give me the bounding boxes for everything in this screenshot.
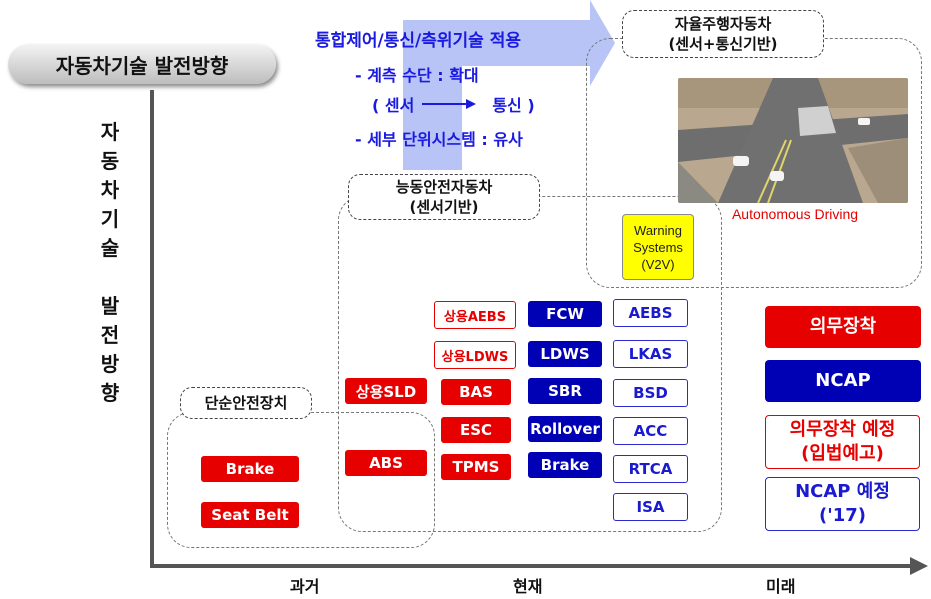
warning-line1: Warning [634, 222, 682, 238]
system-rtca: RTCA [613, 455, 688, 483]
legend-ncap-planned-line1: NCAP 예정 [795, 481, 890, 502]
warning-systems-box: Warning Systems (V2V) [622, 214, 694, 280]
legend-mandatory-planned-line1: 의무장착 예정 [789, 419, 896, 440]
autonomous-driving-photo [678, 78, 908, 203]
vertical-char: 기 [100, 207, 120, 231]
x-label-past: 과거 [290, 577, 320, 596]
system-commercial-ldws: 상용LDWS [434, 341, 516, 369]
vertical-char: 자 [100, 120, 120, 144]
active-safety-tag-line1: 능동안전자동차 [395, 178, 493, 196]
vertical-char: 향 [100, 381, 120, 405]
system-sbr: SBR [528, 378, 602, 404]
system-tpms: TPMS [441, 454, 511, 480]
legend-ncap: NCAP [765, 360, 921, 402]
arrow-text-comm: 통신 ) [492, 96, 535, 115]
system-rollover: Rollover [528, 416, 602, 442]
system-brake: Brake [201, 456, 299, 482]
arrow-text-line1: 통합제어/통신/측위기술 적용 [315, 31, 522, 51]
system-ldws: LDWS [528, 341, 602, 367]
system-bas: BAS [441, 379, 511, 405]
legend-ncap-planned: NCAP 예정 ('17) [765, 477, 920, 531]
system-fcw: FCW [528, 301, 602, 327]
x-axis-line [150, 564, 912, 568]
active-safety-tag: 능동안전자동차 (센서기반) [348, 174, 540, 220]
system-commercial-aebs: 상용AEBS [434, 301, 516, 329]
system-esc: ESC [441, 417, 511, 443]
arrow-text-sensor: ( 센서 [372, 96, 415, 115]
system-lkas: LKAS [613, 340, 688, 368]
system-acc: ACC [613, 417, 688, 445]
system-bsd: BSD [613, 379, 688, 407]
vertical-char: 발 [100, 294, 120, 318]
legend-mandatory: 의무장착 [765, 306, 921, 348]
x-label-future: 미래 [766, 577, 796, 596]
autonomous-tag: 자율주행자동차 (센서+통신기반) [622, 10, 824, 58]
vertical-char: 동 [100, 149, 120, 173]
arrow-text-line3: ( 센서 통신 ) [372, 92, 535, 116]
warning-line3: (V2V) [641, 256, 675, 272]
autonomous-tag-line2: (센서+통신기반) [668, 35, 778, 53]
vertical-char: 술 [100, 236, 120, 260]
progress-arrow-shape [403, 0, 615, 170]
x-axis-arrowhead [910, 557, 928, 575]
simple-safety-tag: 단순안전장치 [180, 387, 312, 419]
active-safety-tag-line2: (센서기반) [409, 198, 479, 216]
photo-caption: Autonomous Driving [731, 206, 859, 222]
vertical-axis-title: 자 동 차 기 술 발 전 방 향 [96, 118, 124, 408]
legend-mandatory-planned: 의무장착 예정 (입법예고) [765, 415, 920, 469]
system-abs: ABS [345, 450, 427, 476]
arrow-text-line2: - 계측 수단 : 확대 [355, 66, 479, 85]
arrow-text-line4: - 세부 단위시스템 : 유사 [355, 130, 523, 149]
x-label-present: 현재 [513, 577, 543, 596]
system-commercial-sld: 상용SLD [345, 378, 427, 404]
system-isa: ISA [613, 493, 688, 521]
system-brake-ncap: Brake [528, 452, 602, 478]
y-axis-line [150, 90, 154, 568]
legend-mandatory-planned-line2: (입법예고) [801, 443, 884, 464]
system-aebs: AEBS [613, 299, 688, 327]
autonomous-tag-line1: 자율주행자동차 [674, 15, 772, 33]
vertical-char: 방 [100, 352, 120, 376]
page-title: 자동차기술 발전방향 [8, 44, 276, 84]
system-seat-belt: Seat Belt [201, 502, 299, 528]
warning-line2: Systems [633, 239, 683, 255]
vertical-char: 전 [100, 323, 120, 347]
right-arrow-icon [422, 99, 477, 109]
vertical-char: 차 [100, 178, 120, 202]
legend-ncap-planned-line2: ('17) [818, 505, 866, 526]
